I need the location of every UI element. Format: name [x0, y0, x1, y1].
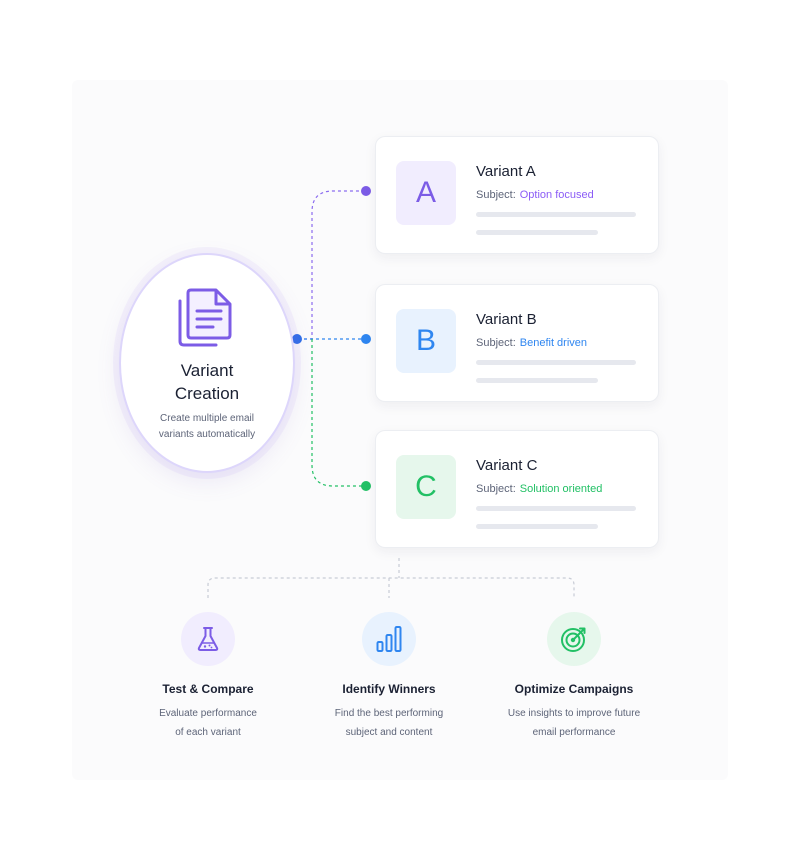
variant-c-subject-value: Solution oriented	[519, 483, 603, 495]
document-copy-icon	[178, 288, 232, 347]
feature-identify-winners: Identify Winners Find the best performin…	[289, 612, 489, 742]
placeholder-line	[476, 212, 636, 217]
variant-c-badge: C	[396, 455, 456, 519]
variant-card-c[interactable]: C Variant C Subject:Solution oriented	[375, 430, 659, 548]
feature-desc-line1: Use insights to improve future	[507, 708, 641, 719]
flask-icon	[197, 627, 219, 651]
feature-optimize-campaigns: Optimize Campaigns Use insights to impro…	[474, 612, 674, 742]
target-icon	[561, 627, 586, 652]
feature-desc-line2: email performance	[532, 727, 616, 738]
hub-title-line1: Variant	[180, 361, 234, 380]
placeholder-line	[476, 506, 636, 511]
feature-title: Optimize Campaigns	[514, 682, 634, 696]
feature-title: Test & Compare	[162, 682, 254, 696]
bar-chart-icon	[376, 626, 402, 652]
placeholder-line	[476, 524, 598, 529]
variant-a-name: Variant A	[476, 163, 536, 180]
target-icon-circle	[547, 612, 601, 666]
variant-b-subject-value: Benefit driven	[519, 337, 588, 349]
feature-description: Evaluate performance of each variant	[108, 704, 308, 742]
variant-c-name: Variant C	[476, 457, 538, 474]
variant-b-subject: Subject:Benefit driven	[476, 337, 587, 349]
variant-creation-hub: Variant Creation Create multiple email v…	[119, 253, 295, 473]
hub-connector-dot	[292, 334, 302, 344]
hub-description: Create multiple email variants automatic…	[141, 411, 273, 443]
feature-title: Identify Winners	[342, 682, 436, 696]
feature-test-compare: Test & Compare Evaluate performance of e…	[108, 612, 308, 742]
hub-title-line2: Creation	[174, 384, 240, 403]
variant-b-badge: B	[396, 309, 456, 373]
feature-desc-line2: of each variant	[175, 727, 241, 738]
variant-card-b[interactable]: B Variant B Subject:Benefit driven	[375, 284, 659, 402]
variant-b-subject-label: Subject:	[476, 337, 516, 349]
feature-description: Find the best performing subject and con…	[289, 704, 489, 742]
placeholder-line	[476, 360, 636, 365]
hub-desc-line1: Create multiple email	[160, 413, 254, 424]
placeholder-line	[476, 230, 598, 235]
variant-a-subject: Subject:Option focused	[476, 189, 594, 201]
variant-c-subject: Subject:Solution oriented	[476, 483, 602, 495]
variant-b-connector-dot	[361, 334, 371, 344]
variant-c-connector-dot	[361, 481, 371, 491]
variant-card-a[interactable]: A Variant A Subject:Option focused	[375, 136, 659, 254]
hub-desc-line2: variants automatically	[158, 429, 256, 440]
flask-icon-circle	[181, 612, 235, 666]
variant-b-name: Variant B	[476, 311, 537, 328]
bar-chart-icon-circle	[362, 612, 416, 666]
variant-a-badge: A	[396, 161, 456, 225]
feature-desc-line2: subject and content	[345, 727, 433, 738]
variant-c-subject-label: Subject:	[476, 483, 516, 495]
hub-title: Variant Creation	[121, 359, 293, 405]
variant-a-connector-dot	[361, 186, 371, 196]
placeholder-line	[476, 378, 598, 383]
feature-desc-line1: Evaluate performance	[159, 708, 257, 719]
feature-description: Use insights to improve future email per…	[474, 704, 674, 742]
feature-desc-line1: Find the best performing	[334, 708, 444, 719]
variant-a-subject-label: Subject:	[476, 189, 516, 201]
variant-a-subject-value: Option focused	[519, 189, 594, 201]
